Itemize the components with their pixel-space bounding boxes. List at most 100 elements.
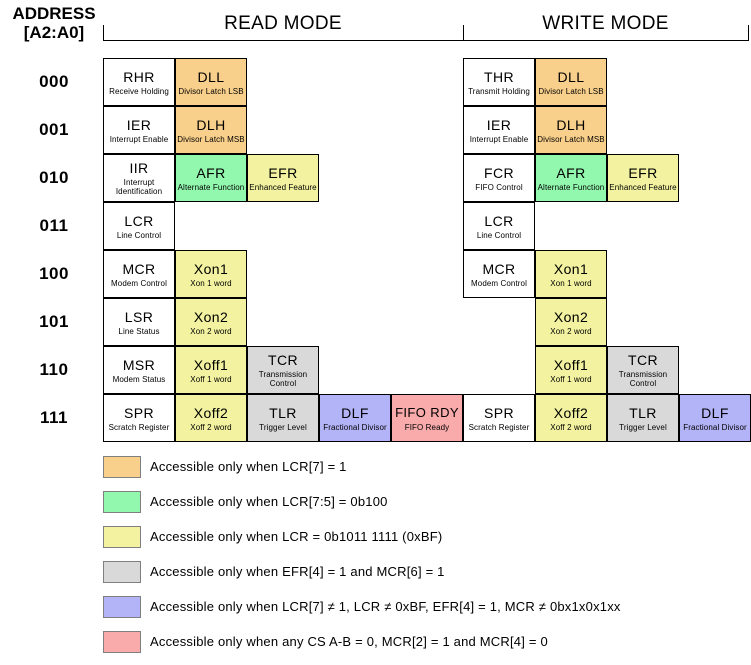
legend-swatch-blue [103, 596, 141, 618]
register-abbr: SPR [484, 404, 514, 421]
register-abbr: LSR [124, 308, 154, 325]
register-description: Divisor Latch MSB [537, 134, 605, 144]
legend-row: Accessible only when LCR[7:5] = 0b100 [0, 487, 751, 522]
register-description: Transmission Control [258, 370, 308, 388]
register-abbr: FIFO RDY [395, 404, 459, 420]
register-abbr: TCR [268, 352, 298, 368]
register-cell-read-tcr[interactable]: TCR Transmission Control [247, 346, 319, 394]
register-description: FIFO Ready [404, 422, 450, 432]
register-abbr: Xon2 [193, 308, 229, 325]
address-label: 100 [39, 264, 69, 283]
register-description: Enhanced Feature [249, 182, 317, 192]
legend-swatch-yellow [103, 526, 141, 548]
register-description: Xon 1 word [550, 278, 592, 288]
register-abbr: AFR [556, 164, 586, 181]
register-description: Divisor Latch MSB [177, 134, 245, 144]
legend-text: Accessible only when LCR[7] = 1 [150, 459, 347, 474]
register-description: Modem Status [112, 374, 166, 384]
register-description: Modem Control [471, 278, 527, 288]
legend: Accessible only when LCR[7] = 1 Accessibl… [0, 452, 751, 662]
register-description: Line Control [116, 230, 162, 240]
register-description: Xon 1 word [190, 278, 232, 288]
rule-tick-middle [463, 25, 464, 41]
legend-row: Accessible only when LCR[7] = 1 [0, 452, 751, 487]
register-abbr: LCR [484, 212, 514, 229]
write-mode-title: WRITE MODE [542, 13, 669, 34]
register-description: Scratch Register [108, 422, 170, 432]
register-description: Interrupt Enable [109, 134, 169, 144]
register-abbr: Xon1 [193, 260, 229, 277]
register-description: FIFO Control [475, 182, 523, 192]
register-abbr: IIR [129, 160, 149, 176]
legend-text: Accessible only when any CS A-B = 0, MCR… [150, 634, 548, 649]
register-abbr: EFR [268, 164, 298, 181]
legend-text: Accessible only when LCR = 0b1011 1111 (… [150, 529, 443, 544]
legend-row: Accessible only when any CS A-B = 0, MCR… [0, 627, 751, 662]
register-description: Alternate Function [537, 182, 605, 192]
register-abbr: LCR [124, 212, 154, 229]
register-cell-read-fifo-rdy[interactable]: FIFO RDY FIFO Ready [391, 394, 463, 442]
legend-swatch-gray [103, 561, 141, 583]
rule-tick-left [103, 25, 104, 41]
legend-swatch-orange [103, 456, 141, 478]
legend-text: Accessible only when LCR[7:5] = 0b100 [150, 494, 388, 509]
register-description: Alternate Function [177, 182, 245, 192]
register-abbr: RHR [123, 68, 155, 85]
register-abbr: AFR [196, 164, 226, 181]
address-label: 110 [39, 360, 69, 379]
legend-text: Accessible only when EFR[4] = 1 and MCR[… [150, 564, 445, 579]
register-abbr: DLF [341, 404, 369, 421]
address-label: 010 [39, 168, 69, 187]
register-abbr: TLR [269, 404, 297, 421]
register-abbr: Xoff1 [553, 356, 589, 373]
register-abbr: Xoff1 [193, 356, 229, 373]
register-description: Enhanced Feature [609, 182, 677, 192]
register-abbr: Xon2 [553, 308, 589, 325]
